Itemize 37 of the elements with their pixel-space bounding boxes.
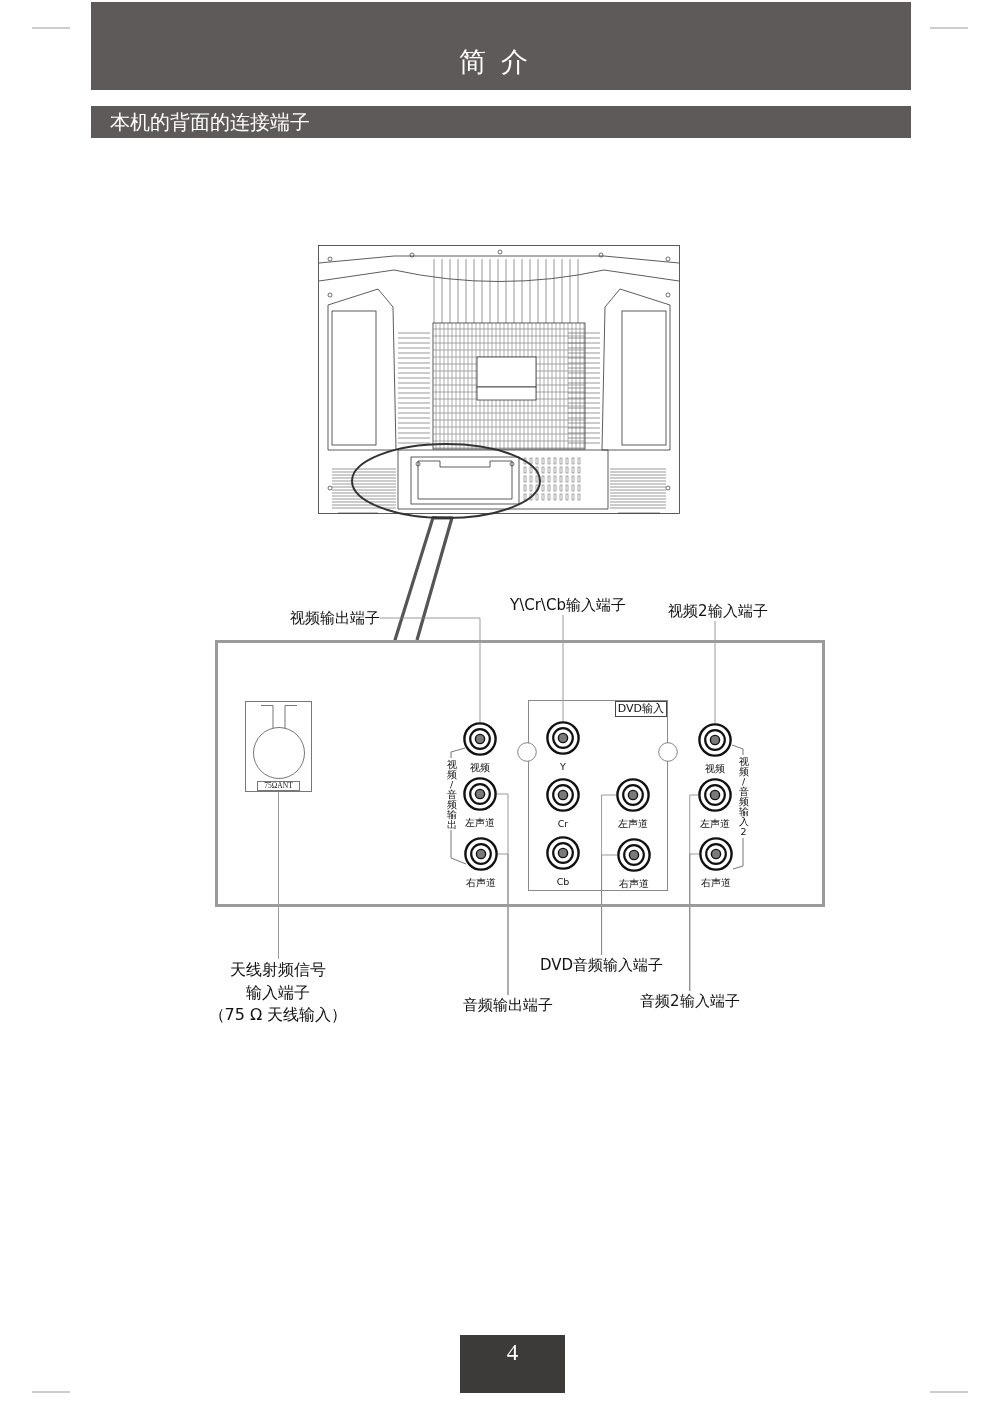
jack-label: Y	[560, 761, 566, 772]
callout-label: DVD音频输入端子	[540, 955, 664, 975]
leader-line	[278, 791, 279, 960]
bracket-label: 视频/音频输出	[446, 760, 457, 830]
jack-label: 视频	[705, 763, 725, 774]
section-heading: 本机的背面的连接端子	[110, 110, 310, 134]
callout-connector	[393, 516, 454, 642]
jack-label: Cb	[556, 876, 570, 887]
jack-label: 左声道	[465, 817, 495, 828]
jack-label: Cr	[557, 818, 569, 829]
group-title: DVD输入	[614, 701, 667, 717]
callout-label: 视频输出端子	[290, 608, 380, 628]
callout-label: 音频输出端子	[463, 995, 553, 1015]
callout-label: Y\Cr\Cb输入端子	[510, 595, 626, 615]
antenna-terminal	[245, 701, 312, 792]
jack-label: 视频	[470, 762, 490, 773]
connector-panel	[215, 640, 825, 907]
leader-line	[689, 853, 700, 992]
bracket-label: 视频/音频输入2	[738, 757, 749, 837]
leader-line	[601, 854, 618, 956]
callout-label: 天线射频信号输入端子	[229, 959, 327, 1004]
page-number: 4	[506, 1339, 519, 1367]
dvd-input-group	[528, 700, 668, 891]
callout-label: （75 Ω 天线输入）	[208, 1004, 348, 1026]
leader-line	[562, 614, 564, 722]
leader-line	[497, 853, 509, 996]
jack-label: 左声道	[618, 818, 648, 829]
callout-label: 音频2输入端子	[640, 991, 740, 1011]
jack-label: 右声道	[619, 878, 649, 889]
page-title: 简介	[459, 46, 543, 78]
jack-label: 左声道	[700, 818, 730, 829]
leader-line	[714, 620, 716, 724]
jack-label: 右声道	[701, 877, 731, 888]
callout-label: 视频2输入端子	[668, 601, 768, 621]
jack-label: 右声道	[466, 877, 496, 888]
leader-line	[379, 617, 481, 723]
callout-ellipse	[351, 443, 541, 519]
